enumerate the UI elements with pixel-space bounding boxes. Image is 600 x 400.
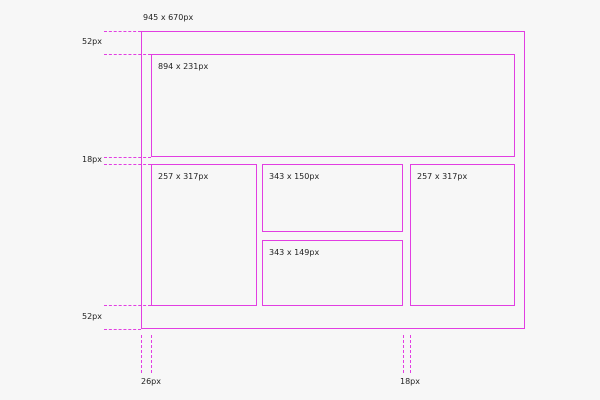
column-gap-label: 18px bbox=[400, 377, 420, 386]
outer-frame-size-label: 945 x 670px bbox=[143, 13, 194, 22]
hero-block: 894 x 231px bbox=[151, 54, 515, 157]
outer-frame bbox=[141, 31, 525, 329]
side-margin-line-left bbox=[141, 335, 142, 373]
bottom-margin-label: 52px bbox=[82, 312, 102, 321]
top-margin-line-upper bbox=[104, 31, 141, 32]
top-margin-label: 52px bbox=[82, 37, 102, 46]
left-column-block: 257 x 317px bbox=[151, 164, 257, 306]
center-bottom-block: 343 x 149px bbox=[262, 240, 403, 306]
hero-block-size-label: 894 x 231px bbox=[158, 62, 209, 71]
column-gap-line-right bbox=[410, 335, 411, 373]
center-bottom-size-label: 343 x 149px bbox=[269, 248, 320, 257]
row-gap-line-upper bbox=[104, 157, 151, 158]
bottom-margin-line-lower bbox=[104, 329, 141, 330]
row-gap-line-lower bbox=[104, 164, 151, 165]
row-gap-label: 18px bbox=[82, 155, 102, 164]
column-gap-line-left bbox=[403, 335, 404, 373]
right-column-size-label: 257 x 317px bbox=[417, 172, 468, 181]
center-top-size-label: 343 x 150px bbox=[269, 172, 320, 181]
right-column-block: 257 x 317px bbox=[410, 164, 515, 306]
side-margin-label: 26px bbox=[141, 377, 161, 386]
center-top-block: 343 x 150px bbox=[262, 164, 403, 232]
bottom-margin-line-upper bbox=[104, 305, 151, 306]
side-margin-line-right bbox=[151, 335, 152, 373]
top-margin-line-lower bbox=[104, 54, 151, 55]
left-column-size-label: 257 x 317px bbox=[158, 172, 209, 181]
